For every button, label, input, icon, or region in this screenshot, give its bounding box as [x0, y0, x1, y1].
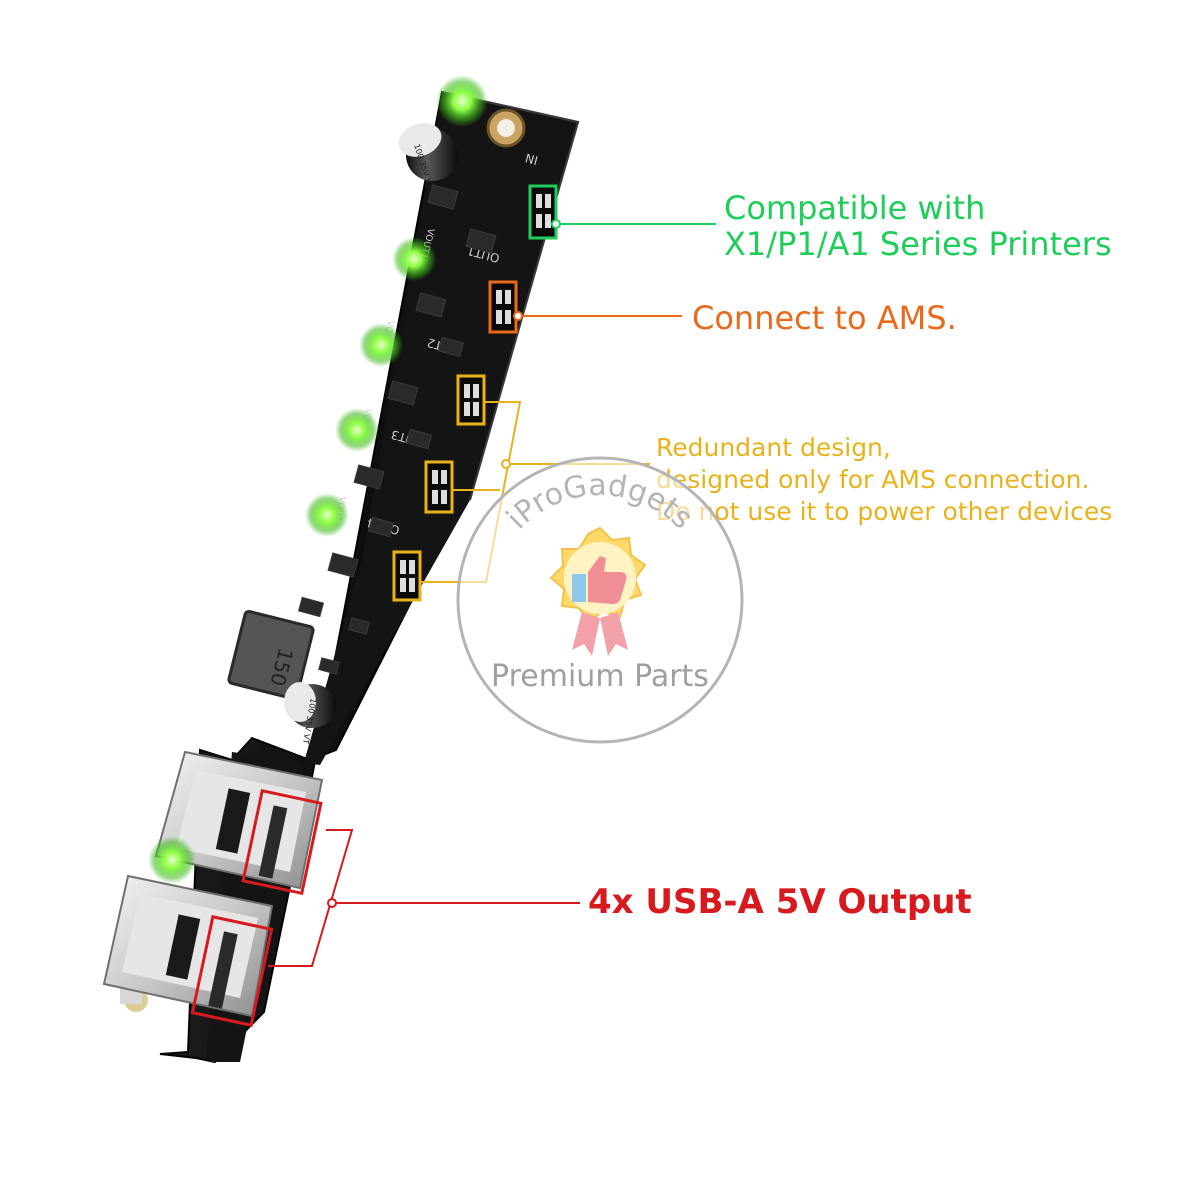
led-in: [436, 75, 488, 127]
leader-usb: [268, 829, 580, 967]
callout-connect-ams: Connect to AMS.: [692, 299, 957, 337]
led-out1: [392, 237, 436, 281]
connector-out2: [456, 374, 486, 426]
led-usb: [148, 836, 196, 884]
callout-redundant-line1: Redundant design,: [656, 433, 891, 462]
inductor: 150: [227, 609, 315, 701]
callout-compatible-line1: Compatible with: [724, 189, 986, 227]
callout-compatible: Compatible with X1/P1/A1 Series Printers: [724, 190, 1112, 262]
connector-out1: [488, 280, 518, 334]
leader-connect-ams: [513, 311, 682, 321]
callout-redundant: Redundant design, designed only for AMS …: [656, 432, 1112, 528]
usb-port-upper: [154, 750, 324, 896]
silk-in: IN: [524, 151, 540, 168]
callout-redundant-line3: Do not use it to power other devices: [656, 497, 1113, 526]
led-out2: [359, 323, 403, 367]
leader-compatible: [551, 219, 716, 229]
connector-out4: [392, 550, 422, 602]
callout-redundant-line2: designed only for AMS connection.: [656, 465, 1090, 494]
watermark-tagline: Premium Parts: [491, 659, 709, 694]
connector-in: [528, 184, 558, 240]
led-out4: [305, 493, 349, 537]
capacitor-bottom: 100 35V VT: [284, 682, 336, 745]
led-indicators: [148, 75, 488, 884]
led-out3: [335, 408, 379, 452]
callout-compatible-line2: X1/P1/A1 Series Printers: [724, 225, 1112, 264]
thumbs-up-rosette-icon: [549, 526, 647, 656]
usb-port-lower: [102, 874, 274, 1027]
connector-out3: [424, 460, 454, 514]
callout-usb: 4x USB-A 5V Output: [588, 882, 972, 922]
